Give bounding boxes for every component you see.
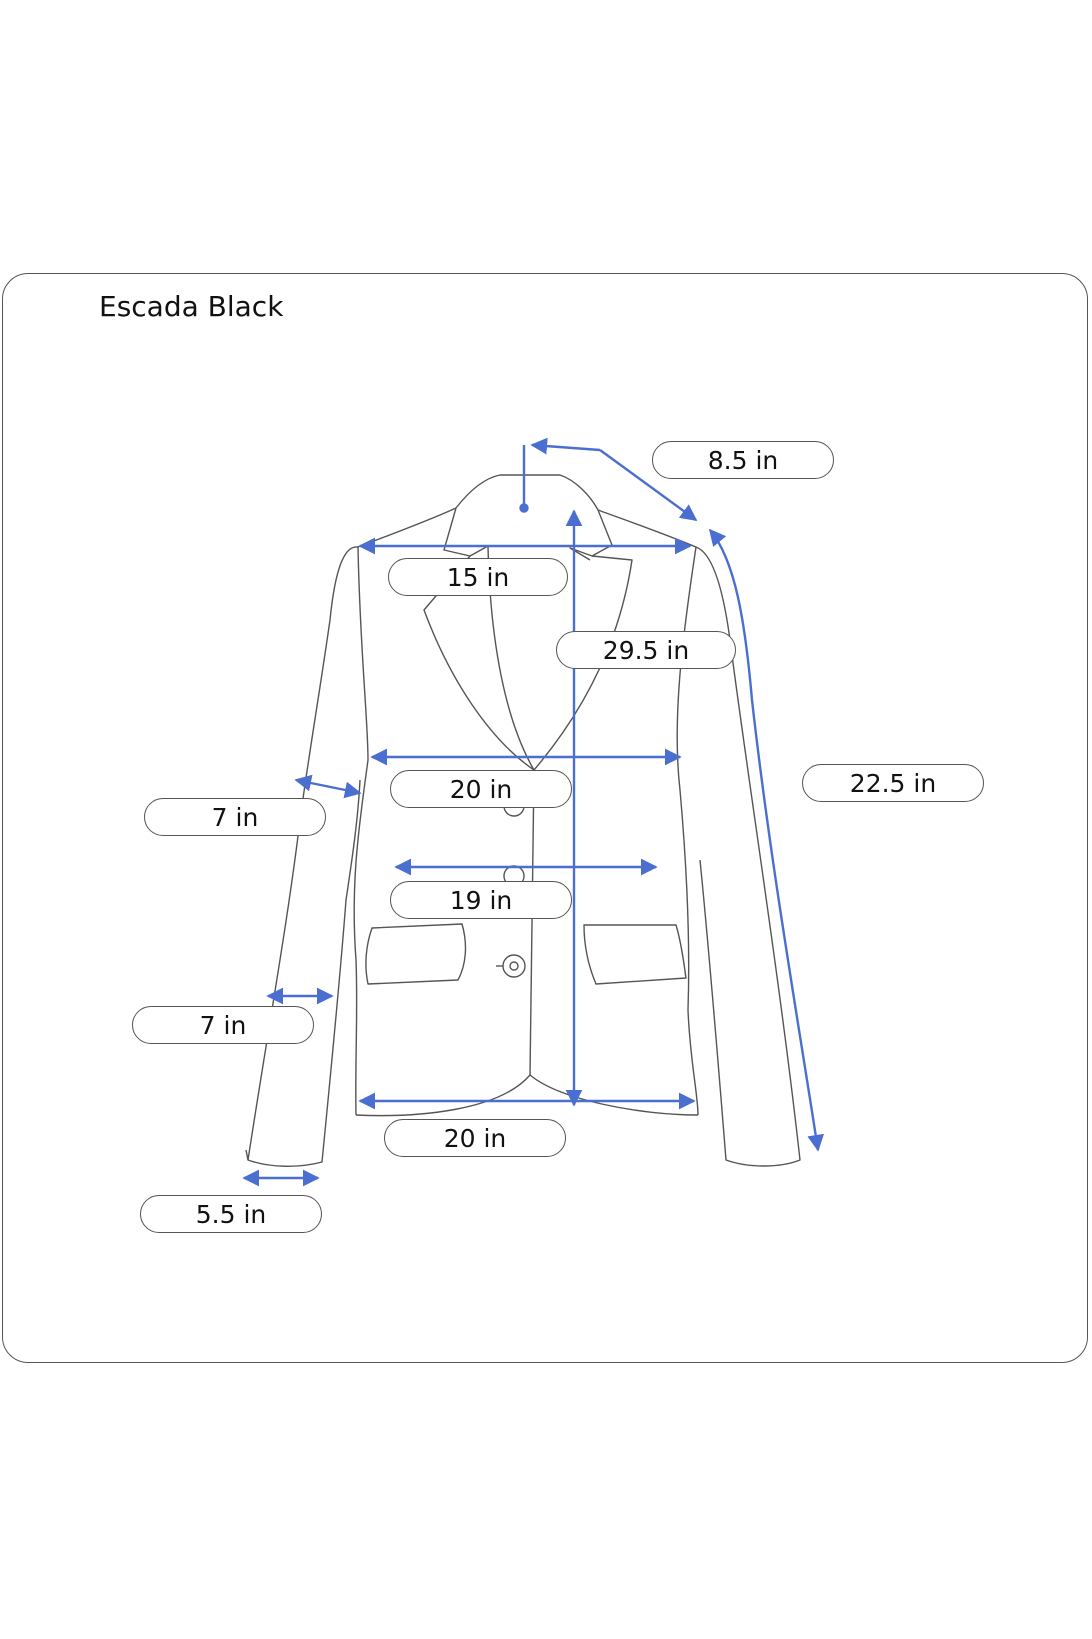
- label-length: 29.5 in: [556, 631, 736, 669]
- sleeve-arrow: [708, 528, 825, 1152]
- bicep-arrow: [294, 774, 362, 799]
- collar-left: [443, 507, 489, 557]
- label-forearm: 7 in: [132, 1006, 314, 1044]
- label-chest: 15 in: [388, 558, 568, 596]
- hem-line: [355, 1074, 699, 1117]
- label-waist-lower: 19 in: [390, 881, 572, 919]
- label-waist: 20 in: [390, 770, 572, 808]
- label-bicep: 7 in: [144, 798, 326, 836]
- shoulder-arrow-dot: [519, 503, 529, 513]
- shoulder-arrow: [530, 437, 601, 455]
- label-cuff: 5.5 in: [140, 1195, 322, 1233]
- measurement-arrows: [242, 437, 825, 1187]
- shoulder-right: [597, 509, 697, 548]
- collar: [455, 474, 613, 561]
- label-sleeve: 22.5 in: [802, 764, 984, 802]
- pocket-left: [365, 923, 467, 985]
- button-lower: [502, 954, 526, 978]
- body-left-side: [353, 546, 369, 1116]
- label-shoulder: 8.5 in: [652, 441, 834, 479]
- shoulder-left: [357, 507, 457, 548]
- pocket-right: [583, 924, 687, 985]
- product-title: Escada Black: [99, 290, 284, 323]
- front-edge: [529, 769, 535, 1076]
- left-sleeve: [247, 546, 361, 1167]
- label-hem: 20 in: [384, 1119, 566, 1157]
- diagram-frame: [2, 273, 1088, 1363]
